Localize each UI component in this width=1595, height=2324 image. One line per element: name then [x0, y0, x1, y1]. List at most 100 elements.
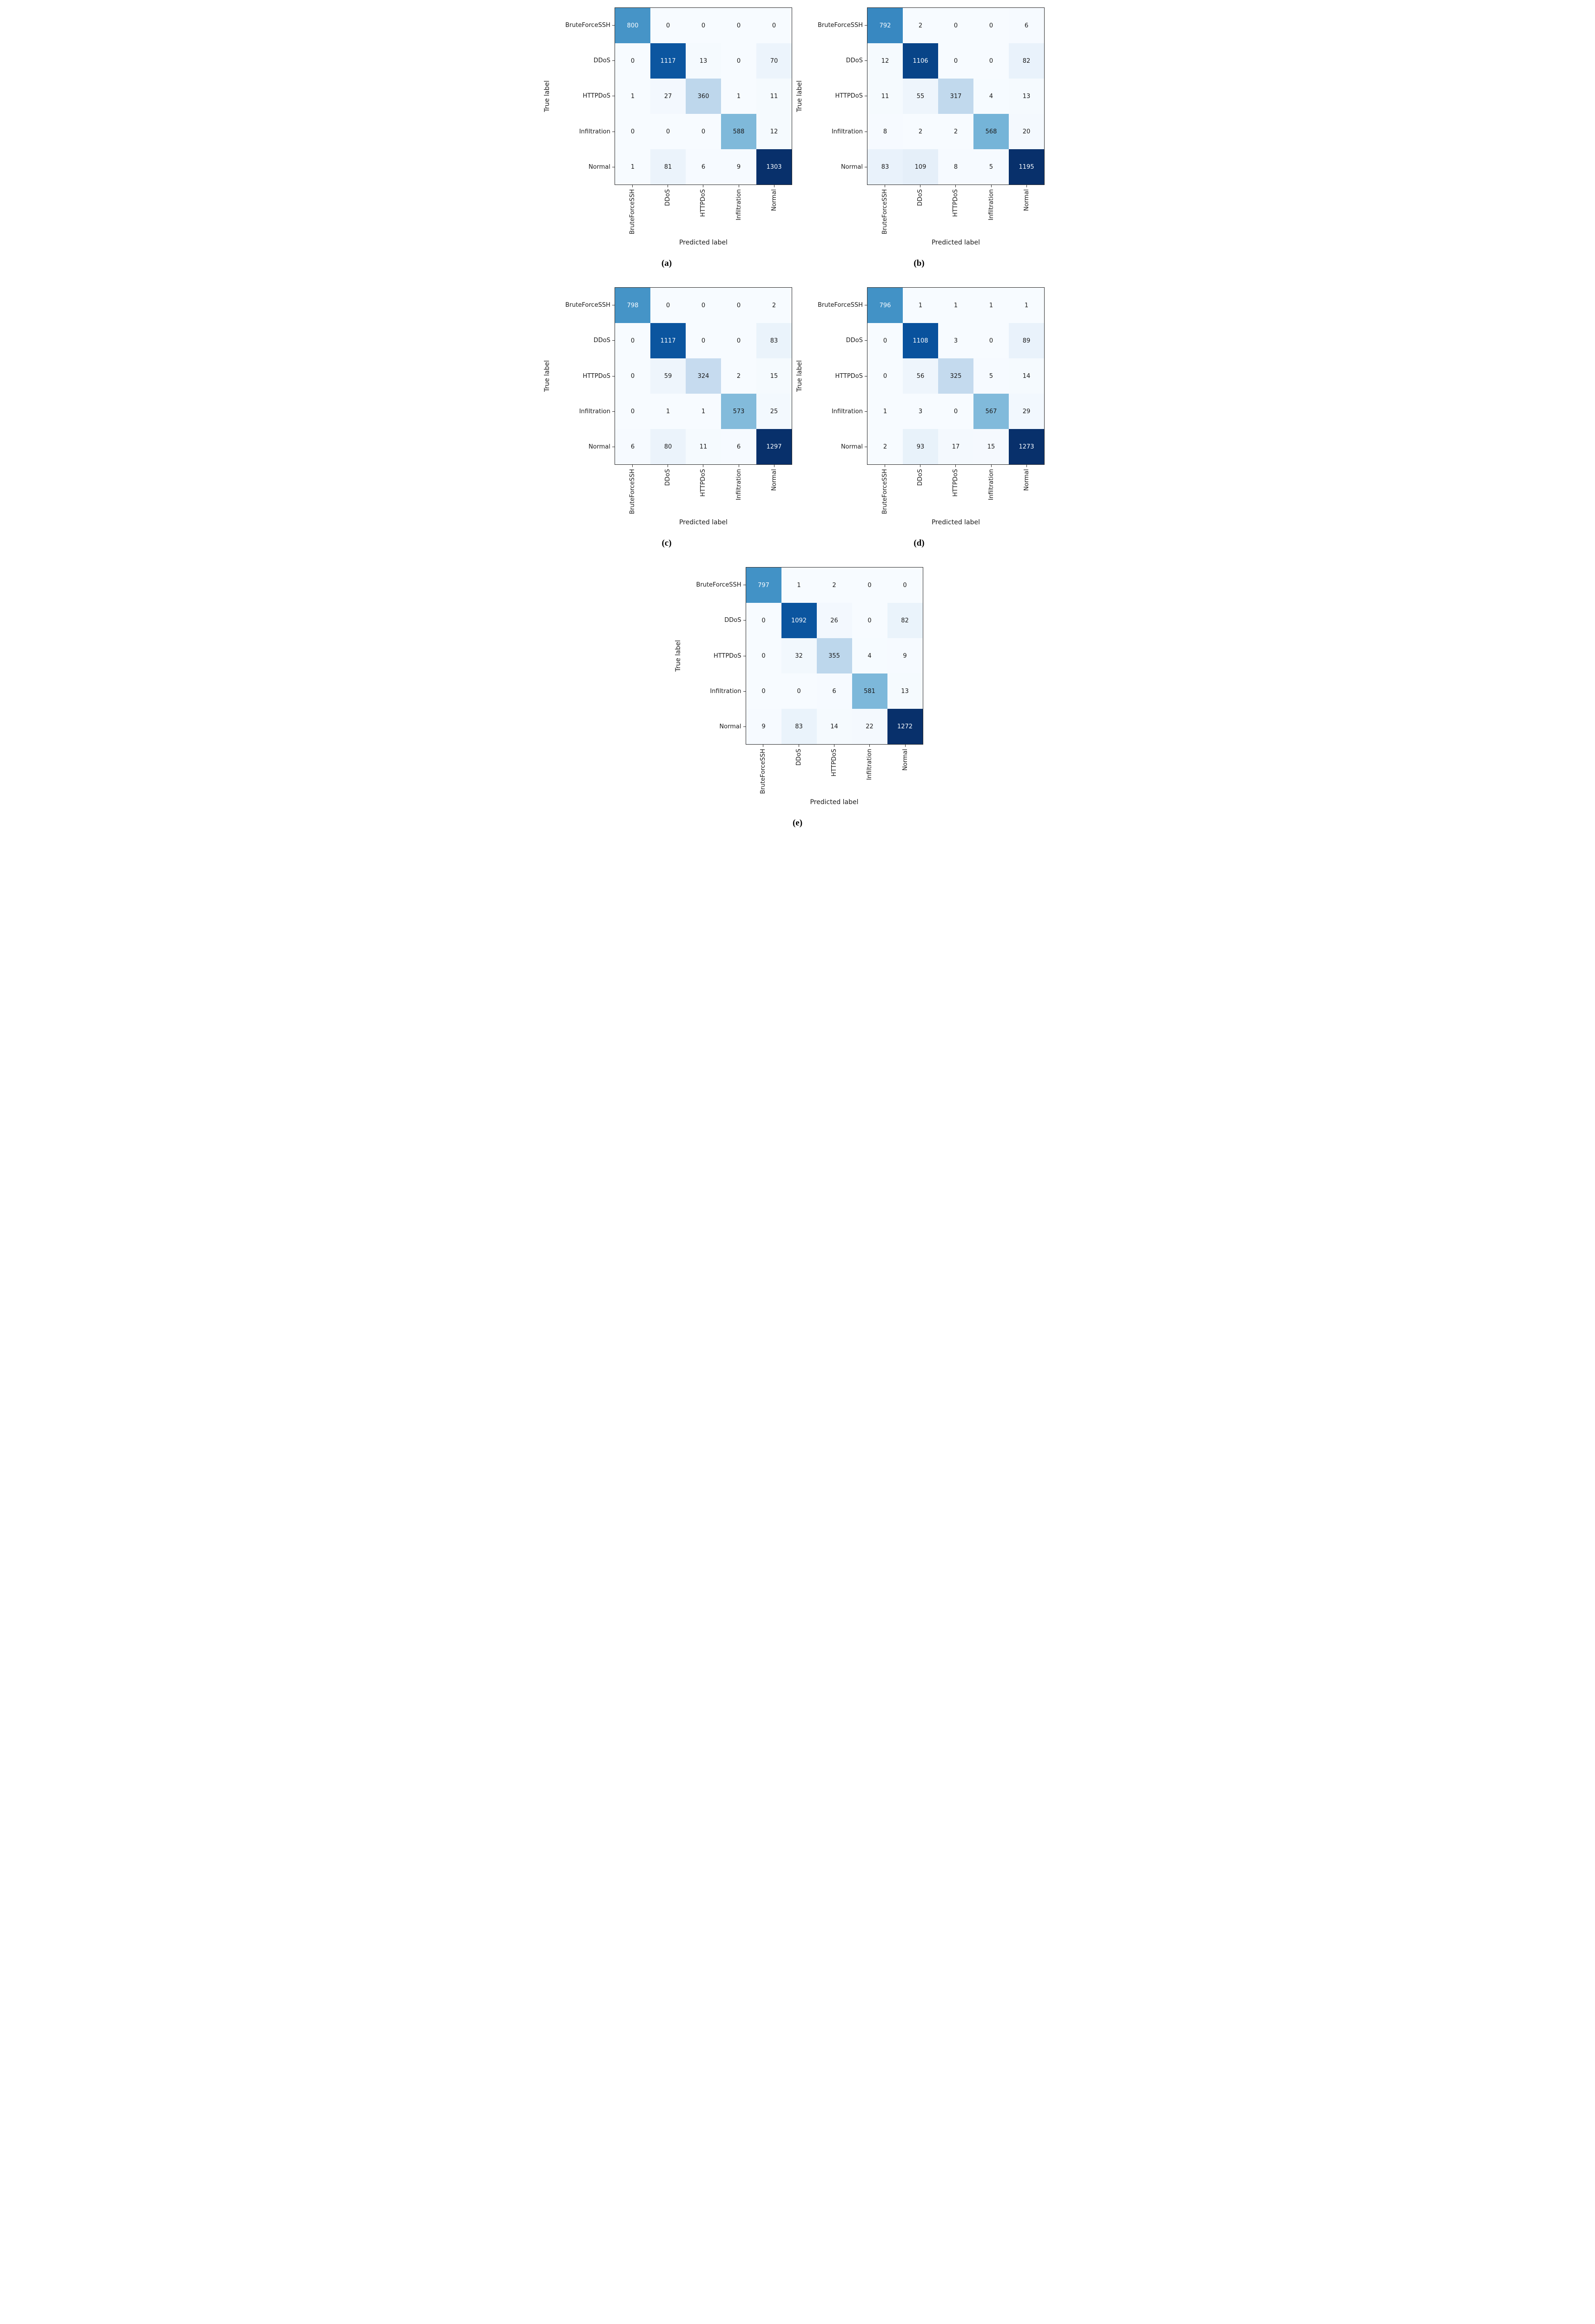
y-tick-label-text: BruteForceSSH: [565, 21, 610, 29]
matrix-cell: 1: [650, 394, 686, 429]
matrix-cell: 56: [903, 358, 938, 394]
matrix-cell: 2: [903, 114, 938, 149]
x-tick-label: Normal: [1009, 465, 1045, 514]
matrix-cell: 1195: [1009, 149, 1044, 185]
y-tick-label-text: HTTPDoS: [835, 372, 863, 380]
matrix-cell: 59: [650, 358, 686, 394]
matrix-cell: 573: [721, 394, 756, 429]
x-tick-label-text: HTTPDoS: [952, 189, 960, 217]
x-tick-label: BruteForceSSH: [867, 465, 902, 514]
matrix-cell: 0: [867, 358, 903, 394]
y-tick-mark: [743, 691, 746, 692]
matrix-cell: 798: [615, 288, 650, 324]
matrix-cell: 2: [938, 114, 973, 149]
y-axis-title: True label: [672, 567, 684, 745]
x-tick-label: BruteForceSSH: [867, 185, 902, 234]
matrix-cell: 796: [867, 288, 903, 324]
matrix-cell: 70: [756, 43, 792, 79]
matrix-cell: 325: [938, 358, 973, 394]
x-tick-label-text: Infiltration: [735, 189, 742, 221]
y-tick-label: BruteForceSSH: [553, 287, 615, 323]
matrix-cell: 0: [746, 638, 781, 674]
subfigure-caption: (a): [661, 258, 672, 269]
y-tick-label-text: DDoS: [724, 617, 741, 624]
y-tick-label-text: BruteForceSSH: [817, 21, 863, 29]
y-tick-label-text: BruteForceSSH: [817, 301, 863, 309]
matrix-cell: 32: [781, 638, 817, 674]
y-tick-label: HTTPDoS: [806, 358, 867, 394]
y-tick-label: BruteForceSSH: [684, 567, 746, 602]
matrix-cell: 12: [756, 114, 792, 149]
matrix-cell: 588: [721, 114, 756, 149]
matrix-cell: 0: [721, 43, 756, 79]
x-tick-label: Infiltration: [721, 465, 756, 514]
y-tick-label: Infiltration: [806, 394, 867, 429]
y-tick-label-text: Infiltration: [579, 128, 610, 135]
matrix-cell: 2: [721, 358, 756, 394]
matrix-cell: 3: [903, 394, 938, 429]
x-tick-label: Normal: [757, 185, 792, 234]
x-tick-mark: [1026, 465, 1027, 468]
matrix-cell: 83: [867, 149, 903, 185]
x-tick-mark: [991, 465, 992, 468]
matrix-cell: 22: [852, 709, 887, 745]
matrix-cell: 0: [973, 8, 1009, 43]
matrix-cell: 2: [903, 8, 938, 43]
x-tick-label: HTTPDoS: [938, 465, 973, 514]
y-tick-mark: [743, 726, 746, 727]
x-tick-mark: [869, 745, 870, 747]
matrix-cell: 0: [686, 288, 721, 324]
y-tick-label-text: DDoS: [846, 57, 863, 65]
x-tick-label: Infiltration: [721, 185, 756, 234]
matrix-cell: 0: [973, 43, 1009, 79]
matrix-cell: 0: [686, 8, 721, 43]
matrix-cell: 0: [721, 288, 756, 324]
y-axis-title-text: True label: [674, 640, 682, 672]
matrix-cell: 9: [887, 638, 923, 674]
matrix-cell: 0: [650, 8, 686, 43]
y-tick-label: DDoS: [553, 43, 615, 78]
y-tick-label: Normal: [684, 709, 746, 745]
x-tick-label-text: DDoS: [664, 469, 672, 486]
y-tick-label: DDoS: [684, 603, 746, 638]
matrix-cell: 1: [1009, 288, 1044, 324]
y-tick-label-text: Infiltration: [579, 408, 610, 415]
y-axis-title: True label: [794, 287, 806, 465]
x-tick-label-text: DDoS: [664, 189, 672, 206]
matrix-cell: 0: [852, 568, 887, 603]
matrix-cell: 0: [686, 114, 721, 149]
matrix-cell: 0: [650, 114, 686, 149]
matrix-cell: 324: [686, 358, 721, 394]
matrix-cell: 0: [973, 323, 1009, 359]
x-tick-label-text: BruteForceSSH: [629, 469, 636, 515]
y-tick-label: Normal: [553, 429, 615, 465]
matrix-cell: 81: [650, 149, 686, 185]
matrix-cell: 1: [867, 394, 903, 429]
y-tick-mark: [865, 25, 867, 26]
matrix-cell: 83: [756, 323, 792, 359]
x-tick-label: DDoS: [902, 465, 938, 514]
x-tick-label-text: Infiltration: [987, 189, 995, 221]
y-tick-label: HTTPDoS: [553, 79, 615, 114]
x-tick-label-text: HTTPDoS: [700, 189, 707, 217]
y-tick-label: BruteForceSSH: [553, 7, 615, 43]
x-axis-title: Predicted label: [931, 239, 980, 247]
y-tick-label: Infiltration: [684, 673, 746, 709]
y-axis-title: True label: [541, 7, 553, 185]
y-tick-label-text: Infiltration: [831, 408, 863, 415]
matrix-cell: 109: [903, 149, 938, 185]
matrix-cell: 9: [721, 149, 756, 185]
y-tick-mark: [865, 340, 867, 341]
